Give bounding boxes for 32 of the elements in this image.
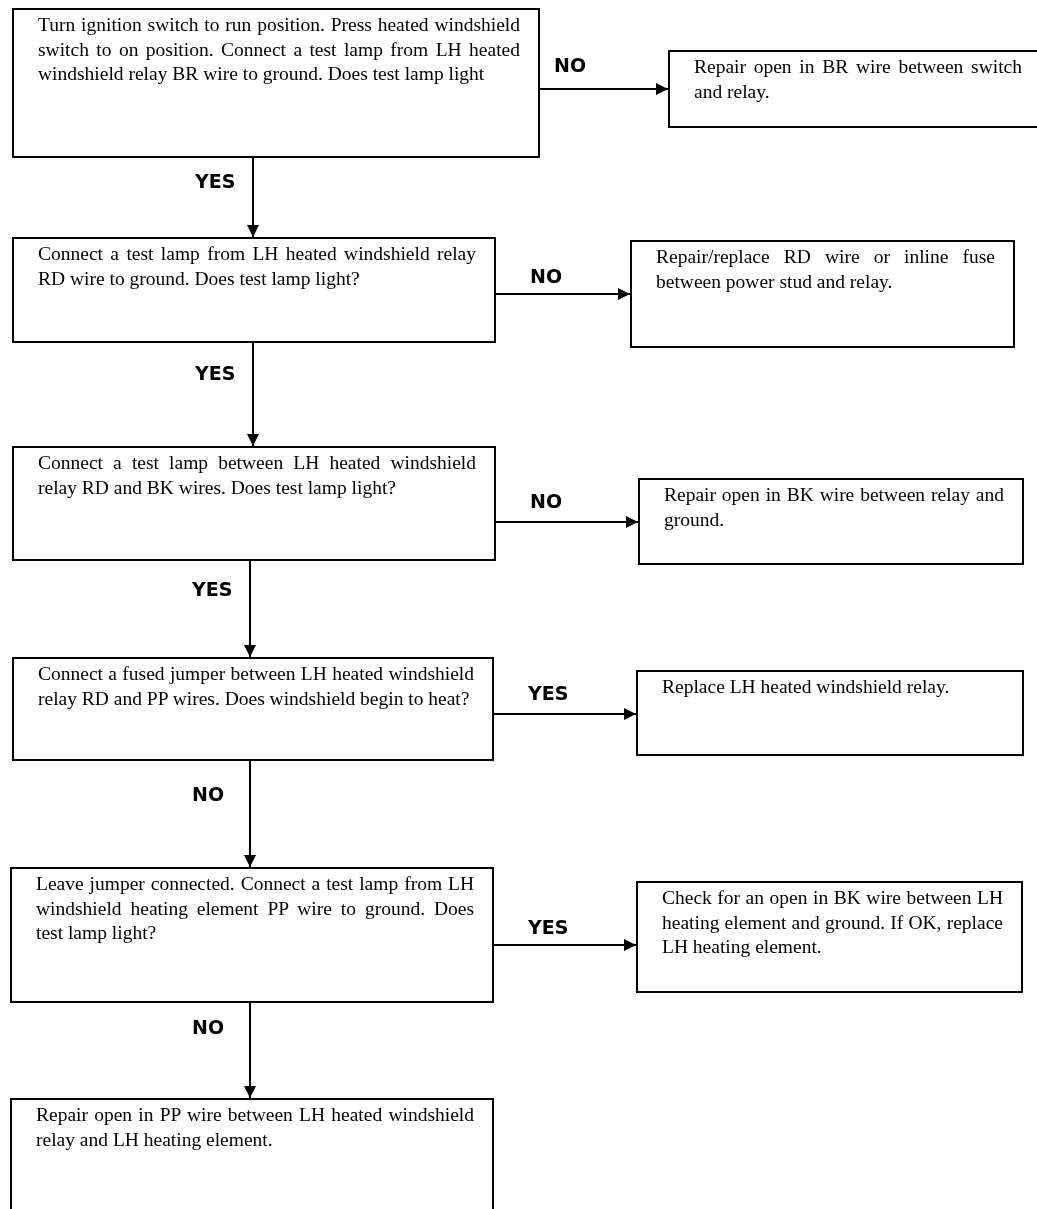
arrow <box>244 560 256 658</box>
process-box <box>630 240 1015 348</box>
step-text: Repair/replace RD wire or inline fuse between power stud and relay. <box>656 245 995 294</box>
arrow <box>493 708 637 720</box>
step-text: Repair open in BR wire between switch and relay. <box>694 55 1022 104</box>
arrow <box>244 760 256 868</box>
step-text: Replace LH heated windshield relay. <box>662 675 951 699</box>
process-box <box>12 446 496 561</box>
process-box <box>636 881 1023 993</box>
step-text: Repair open in PP wire between LH heated windshield relay and LH heating element. <box>36 1103 474 1152</box>
step-text: Leave jumper connected. Connect a test lamp from LH windshield heating element PP wire to ground. Does test lamp light? <box>36 872 474 945</box>
arrow <box>247 157 259 238</box>
arrow <box>495 516 639 528</box>
process-box <box>10 1098 494 1209</box>
step-text: Connect a test lamp between LH heated windshield relay RD and BK wires. Does test lamp light? <box>38 451 476 500</box>
step-text: Connect a test lamp from LH heated windshield relay RD wire to ground. Does test lamp light? <box>38 242 476 291</box>
process-box <box>638 478 1024 565</box>
process-box <box>12 657 494 761</box>
process-box <box>12 237 496 343</box>
process-box <box>636 670 1024 756</box>
step-text: Check for an open in BK wire between LH heating element and ground. If OK, replace LH heating element. <box>662 886 1003 959</box>
process-box <box>668 50 1037 128</box>
process-box <box>12 8 540 158</box>
step-text: Turn ignition switch to run position. Press heated windshield switch to on position. Connect a test lamp from LH heated windshield relay BR wire to ground. Does test lamp light <box>38 13 520 86</box>
arrow <box>493 939 637 951</box>
arrow <box>244 1002 256 1099</box>
arrow <box>495 288 631 300</box>
arrow <box>247 342 259 447</box>
step-text: Connect a fused jumper between LH heated windshield relay RD and PP wires. Does windshield begin to heat? <box>38 662 474 711</box>
step-text: Repair open in BK wire between relay and ground. <box>664 483 1004 532</box>
arrow <box>539 83 669 95</box>
process-box <box>10 867 494 1003</box>
